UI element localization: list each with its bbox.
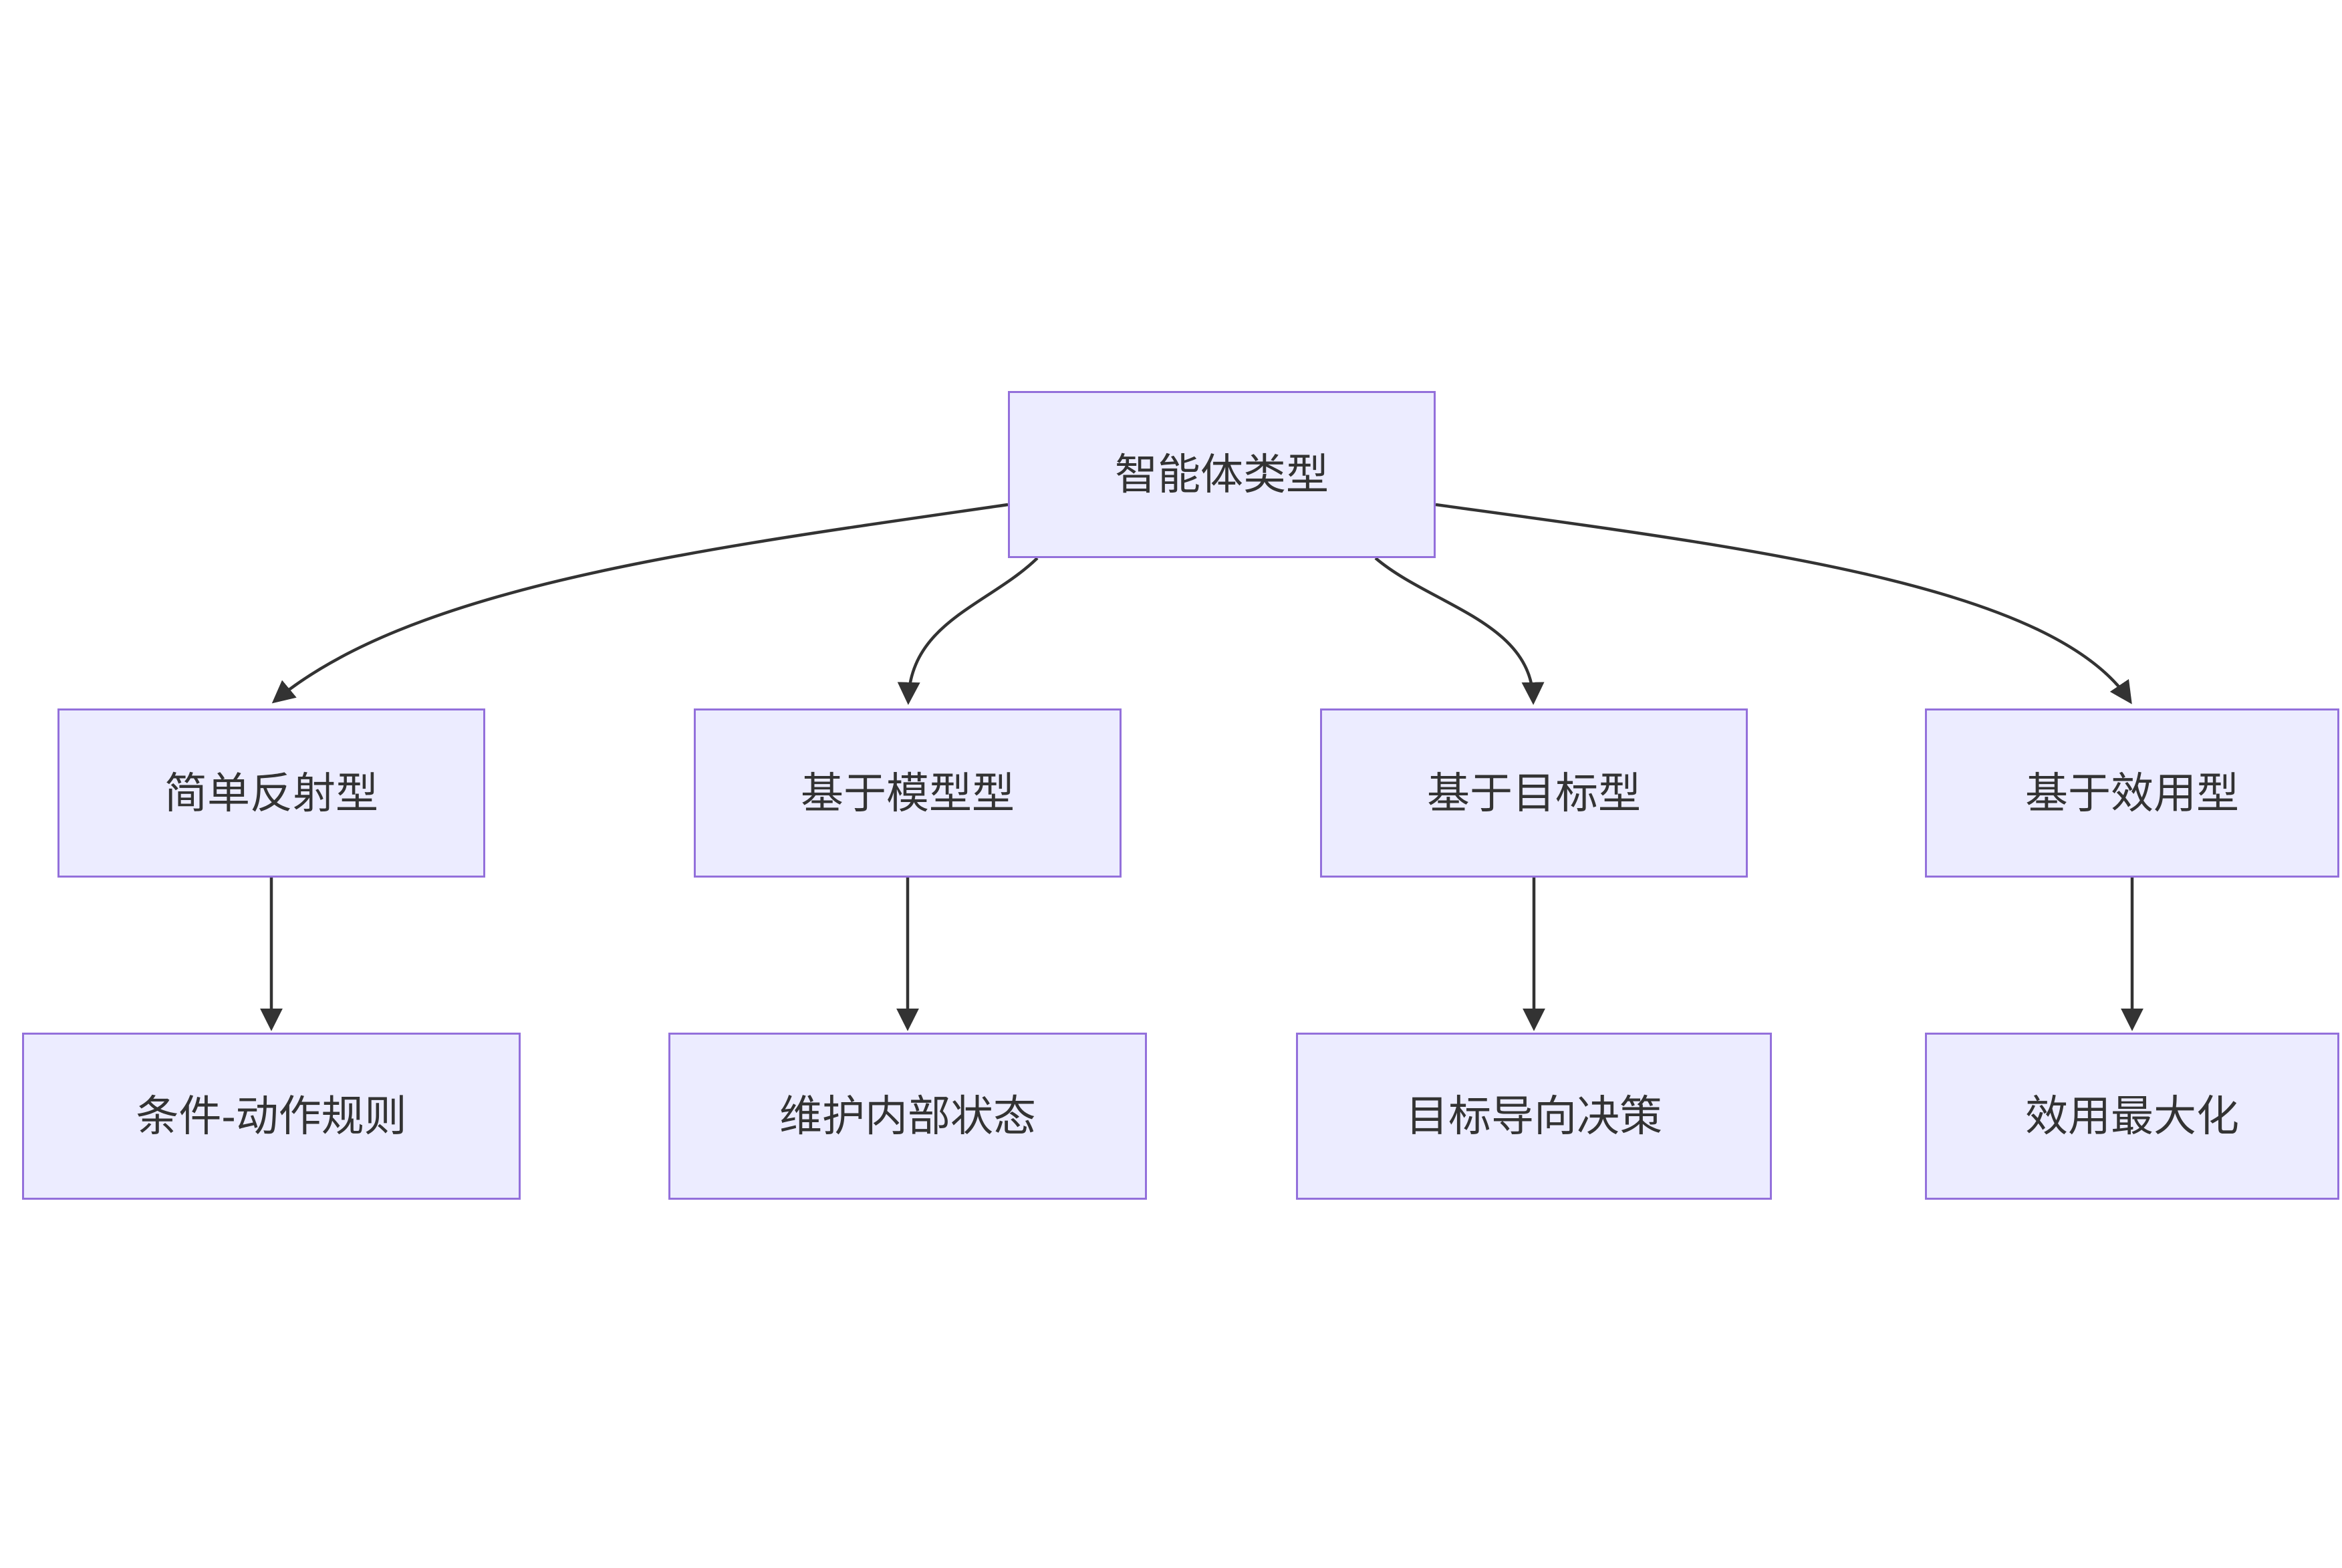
node-goal-directed-decision: 目标导向决策	[1296, 1033, 1772, 1200]
node-goal-based-label: 基于目标型	[1427, 769, 1641, 817]
node-internal-state-label: 维护内部状态	[779, 1092, 1036, 1140]
edge-root-to-model-based	[897, 557, 1039, 705]
node-internal-state: 维护内部状态	[668, 1033, 1147, 1200]
node-utility-maximization: 效用最大化	[1925, 1033, 2339, 1200]
node-agent-types: 智能体类型	[1008, 391, 1436, 558]
node-model-based-label: 基于模型型	[801, 769, 1015, 817]
node-condition-action-rules: 条件-动作规则	[22, 1033, 521, 1200]
edge-root-to-simple-reflex	[271, 503, 1009, 704]
node-utility-based: 基于效用型	[1925, 708, 2339, 878]
node-model-based: 基于模型型	[694, 708, 1122, 878]
node-simple-reflex: 简单反射型	[57, 708, 485, 878]
node-simple-reflex-label: 简单反射型	[164, 769, 378, 817]
node-utility-based-label: 基于效用型	[2025, 769, 2239, 817]
edge-root-to-utility-based	[1435, 503, 2132, 704]
edge-root-to-goal-based	[1374, 557, 1545, 705]
node-utility-maximization-label: 效用最大化	[2025, 1092, 2239, 1140]
node-agent-types-label: 智能体类型	[1115, 450, 1329, 499]
node-condition-action-rules-label: 条件-动作规则	[136, 1092, 407, 1140]
node-goal-directed-decision-label: 目标导向决策	[1406, 1092, 1662, 1140]
node-goal-based: 基于目标型	[1320, 708, 1748, 878]
